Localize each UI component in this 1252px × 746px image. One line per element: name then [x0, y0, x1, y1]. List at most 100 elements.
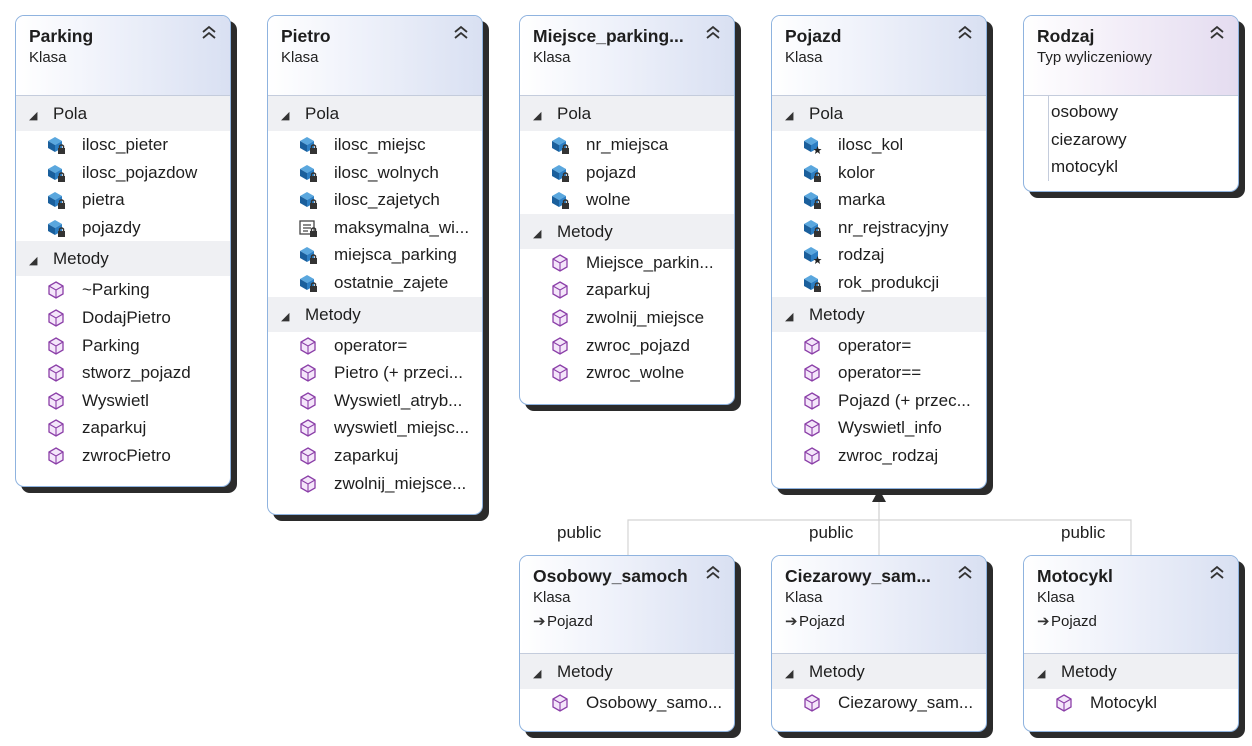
- class-parking[interactable]: Parking Klasa ◢Pola ilosc_pieter ilosc_p…: [15, 15, 231, 487]
- base-class[interactable]: ➔Pojazd: [533, 613, 593, 630]
- method-item[interactable]: operator==: [772, 359, 986, 387]
- field-item[interactable]: pojazd: [520, 159, 734, 187]
- private-field-icon: [46, 163, 66, 183]
- method-item[interactable]: zaparkuj: [520, 276, 734, 304]
- method-item[interactable]: zwolnij_miejsce...: [268, 470, 482, 498]
- private-field-icon: [46, 190, 66, 210]
- class-motocykl[interactable]: Motocykl Klasa ➔Pojazd ◢Metody Motocykl: [1023, 555, 1239, 732]
- method-icon: [298, 391, 318, 411]
- field-item[interactable]: kolor: [772, 159, 986, 187]
- collapse-icon[interactable]: [1209, 564, 1225, 580]
- collapse-icon[interactable]: [201, 24, 217, 40]
- section-methods[interactable]: ◢Metody: [268, 296, 482, 332]
- method-item[interactable]: Pojazd (+ przec...: [772, 387, 986, 415]
- base-class[interactable]: ➔Pojazd: [785, 613, 845, 630]
- method-item[interactable]: ~Parking: [16, 276, 230, 304]
- field-item[interactable]: ilosc_pieter: [16, 131, 230, 159]
- method-icon: [550, 693, 570, 713]
- private-typedef-icon: [298, 218, 318, 238]
- enum-rodzaj[interactable]: Rodzaj Typ wyliczeniowy osobowy ciezarow…: [1023, 15, 1239, 192]
- expand-triangle-icon: ◢: [533, 668, 542, 680]
- section-methods[interactable]: ◢Metody: [520, 213, 734, 249]
- method-item[interactable]: zwrocPietro: [16, 442, 230, 470]
- field-item[interactable]: pojazdy: [16, 214, 230, 242]
- enum-value[interactable]: osobowy: [1051, 102, 1119, 121]
- class-stereotype: Klasa: [281, 49, 319, 66]
- collapse-icon[interactable]: [453, 24, 469, 40]
- method-icon: [550, 280, 570, 300]
- field-item[interactable]: rodzaj: [772, 241, 986, 269]
- class-pietro[interactable]: Pietro Klasa ◢Pola ilosc_miejsc ilosc_wo…: [267, 15, 483, 515]
- class-stereotype: Klasa: [533, 589, 571, 606]
- method-item[interactable]: Parking: [16, 332, 230, 360]
- field-item[interactable]: ilosc_pojazdow: [16, 159, 230, 187]
- field-item[interactable]: wolne: [520, 186, 734, 214]
- method-item[interactable]: zaparkuj: [268, 442, 482, 470]
- field-item[interactable]: rok_produkcji: [772, 269, 986, 297]
- enum-name: Rodzaj: [1037, 26, 1095, 46]
- method-item[interactable]: Miejsce_parkin...: [520, 249, 734, 277]
- field-item[interactable]: pietra: [16, 186, 230, 214]
- field-item[interactable]: ilosc_miejsc: [268, 131, 482, 159]
- class-header: Parking Klasa: [16, 16, 230, 96]
- class-stereotype: Klasa: [785, 589, 823, 606]
- section-methods[interactable]: ◢Metody: [16, 241, 230, 277]
- private-field-icon: [550, 190, 570, 210]
- enum-stereotype: Typ wyliczeniowy: [1037, 49, 1153, 66]
- method-item[interactable]: Wyswietl_info: [772, 414, 986, 442]
- method-item[interactable]: stworz_pojazd: [16, 359, 230, 387]
- collapse-icon[interactable]: [705, 24, 721, 40]
- expand-triangle-icon: ◢: [785, 668, 794, 680]
- section-fields[interactable]: ◢Pola: [268, 96, 482, 131]
- class-pojazd[interactable]: Pojazd Klasa ◢Pola ilosc_kol kolor marka…: [771, 15, 987, 489]
- collapse-icon[interactable]: [957, 24, 973, 40]
- method-item[interactable]: Motocykl: [1024, 689, 1238, 717]
- method-item[interactable]: Ciezarowy_sam...: [772, 689, 986, 717]
- field-item[interactable]: ostatnie_zajete: [268, 269, 482, 297]
- method-item[interactable]: operator=: [772, 332, 986, 360]
- method-icon: [298, 336, 318, 356]
- method-item[interactable]: zwolnij_miejsce: [520, 304, 734, 332]
- enum-value[interactable]: ciezarowy: [1051, 129, 1127, 149]
- private-field-icon: [46, 218, 66, 238]
- field-item[interactable]: miejsca_parking: [268, 241, 482, 269]
- field-item[interactable]: ilosc_wolnych: [268, 159, 482, 187]
- collapse-icon[interactable]: [957, 564, 973, 580]
- method-item[interactable]: zaparkuj: [16, 414, 230, 442]
- section-methods[interactable]: ◢Metody: [772, 654, 986, 689]
- field-item[interactable]: marka: [772, 186, 986, 214]
- class-stereotype: Klasa: [533, 49, 571, 66]
- field-item[interactable]: ilosc_kol: [772, 131, 986, 159]
- field-item[interactable]: maksymalna_wi...: [268, 214, 482, 242]
- collapse-icon[interactable]: [1209, 24, 1225, 40]
- method-item[interactable]: zwroc_wolne: [520, 359, 734, 387]
- field-item[interactable]: nr_miejsca: [520, 131, 734, 159]
- field-item[interactable]: ilosc_zajetych: [268, 186, 482, 214]
- expand-triangle-icon: ◢: [785, 310, 794, 323]
- collapse-icon[interactable]: [705, 564, 721, 580]
- method-item[interactable]: Wyswietl: [16, 387, 230, 415]
- section-methods[interactable]: ◢Metody: [772, 296, 986, 332]
- method-item[interactable]: zwroc_rodzaj: [772, 442, 986, 470]
- section-fields[interactable]: ◢Pola: [16, 96, 230, 131]
- class-miejsce-parkingowe[interactable]: Miejsce_parking... Klasa ◢Pola nr_miejsc…: [519, 15, 735, 405]
- class-header: Motocykl Klasa ➔Pojazd: [1024, 556, 1238, 654]
- method-item[interactable]: operator=: [268, 332, 482, 360]
- class-ciezarowy-samochod[interactable]: Ciezarowy_sam... Klasa ➔Pojazd ◢Metody C…: [771, 555, 987, 732]
- base-class[interactable]: ➔Pojazd: [1037, 613, 1097, 630]
- method-item[interactable]: Pietro (+ przeci...: [268, 359, 482, 387]
- section-methods[interactable]: ◢Metody: [520, 654, 734, 689]
- method-item[interactable]: DodajPietro: [16, 304, 230, 332]
- method-item[interactable]: Osobowy_samo...: [520, 689, 734, 717]
- section-methods[interactable]: ◢Metody: [1024, 654, 1238, 689]
- section-fields[interactable]: ◢Pola: [520, 96, 734, 131]
- enum-value[interactable]: motocykl: [1051, 157, 1119, 177]
- method-item[interactable]: Wyswietl_atryb...: [268, 387, 482, 415]
- method-icon: [802, 693, 822, 713]
- section-fields[interactable]: ◢Pola: [772, 96, 986, 131]
- class-stereotype: Klasa: [29, 49, 67, 66]
- field-item[interactable]: nr_rejstracyjny: [772, 214, 986, 242]
- method-item[interactable]: wyswietl_miejsc...: [268, 414, 482, 442]
- class-osobowy-samochod[interactable]: Osobowy_samoch Klasa ➔Pojazd ◢Metody Oso…: [519, 555, 735, 732]
- method-item[interactable]: zwroc_pojazd: [520, 332, 734, 360]
